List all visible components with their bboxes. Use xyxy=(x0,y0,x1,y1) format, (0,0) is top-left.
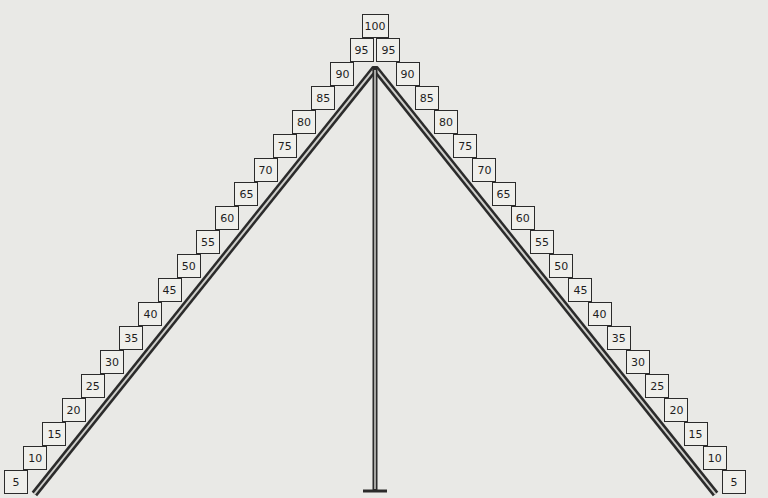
step-box: 55 xyxy=(530,230,554,254)
step-number: 25 xyxy=(650,381,664,392)
step-box: 15 xyxy=(42,422,66,446)
step-box: 5 xyxy=(4,470,28,494)
step-number: 40 xyxy=(593,309,607,320)
step-number: 65 xyxy=(239,189,253,200)
step-box: 65 xyxy=(234,182,258,206)
step-number: 95 xyxy=(355,45,369,56)
step-number: 90 xyxy=(401,69,415,80)
step-box: 25 xyxy=(81,374,105,398)
step-number: 70 xyxy=(477,165,491,176)
step-box: 50 xyxy=(549,254,573,278)
step-box: 65 xyxy=(492,182,516,206)
step-number: 45 xyxy=(163,285,177,296)
step-number: 10 xyxy=(28,453,42,464)
step-number: 70 xyxy=(259,165,273,176)
step-number: 55 xyxy=(201,237,215,248)
center-pole xyxy=(363,66,387,491)
step-box: 35 xyxy=(119,326,143,350)
pole-foot xyxy=(363,490,387,493)
step-number: 15 xyxy=(47,429,61,440)
step-box: 70 xyxy=(254,158,278,182)
step-box: 80 xyxy=(434,110,458,134)
step-number: 45 xyxy=(573,285,587,296)
step-number: 55 xyxy=(535,237,549,248)
step-number: 75 xyxy=(458,141,472,152)
step-number: 80 xyxy=(439,117,453,128)
step-number: 5 xyxy=(13,477,20,488)
step-box: 75 xyxy=(453,134,477,158)
step-number: 80 xyxy=(297,117,311,128)
step-number: 50 xyxy=(554,261,568,272)
step-number: 50 xyxy=(182,261,196,272)
right-leg xyxy=(375,68,716,494)
step-box: 70 xyxy=(472,158,496,182)
step-number: 85 xyxy=(420,93,434,104)
step-box: 25 xyxy=(645,374,669,398)
step-box: 10 xyxy=(23,446,47,470)
step-box: 60 xyxy=(215,206,239,230)
step-box: 45 xyxy=(158,278,182,302)
step-number: 40 xyxy=(143,309,157,320)
step-number: 95 xyxy=(381,45,395,56)
step-box: 55 xyxy=(196,230,220,254)
step-number: 20 xyxy=(67,405,81,416)
step-box: 20 xyxy=(62,398,86,422)
step-box: 45 xyxy=(568,278,592,302)
step-number: 60 xyxy=(516,213,530,224)
top-step-box: 100 xyxy=(362,14,389,38)
step-number: 20 xyxy=(669,405,683,416)
step-box: 50 xyxy=(177,254,201,278)
step-box: 5 xyxy=(722,470,746,494)
step-number: 15 xyxy=(689,429,703,440)
step-box: 20 xyxy=(664,398,688,422)
step-box: 75 xyxy=(273,134,297,158)
step-number: 35 xyxy=(124,333,138,344)
step-number: 60 xyxy=(220,213,234,224)
step-box: 30 xyxy=(100,350,124,374)
step-number: 10 xyxy=(708,453,722,464)
step-box: 85 xyxy=(311,86,335,110)
step-box: 35 xyxy=(607,326,631,350)
step-number: 75 xyxy=(278,141,292,152)
step-number: 5 xyxy=(731,477,738,488)
step-box: 90 xyxy=(330,62,354,86)
step-box: 80 xyxy=(292,110,316,134)
step-box: 85 xyxy=(415,86,439,110)
step-box: 90 xyxy=(396,62,420,86)
step-box: 30 xyxy=(626,350,650,374)
step-box: 40 xyxy=(138,302,162,326)
step-box: 15 xyxy=(684,422,708,446)
step-number: 30 xyxy=(631,357,645,368)
step-number: 85 xyxy=(316,93,330,104)
step-number: 90 xyxy=(335,69,349,80)
step-number: 65 xyxy=(497,189,511,200)
step-box: 60 xyxy=(511,206,535,230)
step-box: 95 xyxy=(350,38,374,62)
left-leg xyxy=(34,68,375,494)
step-number: 35 xyxy=(612,333,626,344)
step-box: 95 xyxy=(376,38,400,62)
step-number: 25 xyxy=(86,381,100,392)
step-box: 40 xyxy=(588,302,612,326)
step-box: 10 xyxy=(703,446,727,470)
step-number: 100 xyxy=(365,21,386,32)
step-number: 30 xyxy=(105,357,119,368)
